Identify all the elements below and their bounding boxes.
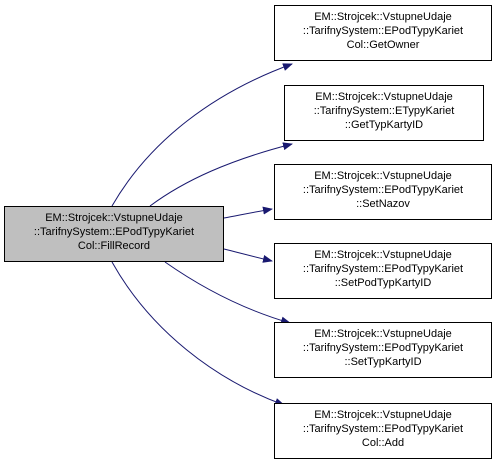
edge-to-gettypkartyid	[149, 142, 293, 207]
callee-node-line: Col::GetOwner	[346, 39, 420, 51]
caller-node-fillrecord: EM::Strojcek::VstupneUdaje ::TarifnySyst…	[4, 206, 224, 262]
edge-to-add	[111, 261, 285, 406]
callee-node-settypkartyid[interactable]: EM::Strojcek::VstupneUdaje ::TarifnySyst…	[274, 322, 492, 378]
callee-node-setpodtypkartyid[interactable]: EM::Strojcek::VstupneUdaje ::TarifnySyst…	[274, 243, 492, 299]
caller-node-line: EM::Strojcek::VstupneUdaje	[45, 212, 183, 224]
callee-node-line: ::TarifnySystem::EPodTypyKariet	[302, 25, 464, 37]
caller-node-line: ::TarifnySystem::EPodTypyKariet	[33, 226, 195, 238]
callee-node-line: ::SetPodTypKartyID	[334, 277, 432, 289]
callee-node-line: ::TarifnySystem::EPodTypyKariet	[302, 342, 464, 354]
edge-to-setpodtypkartyid	[223, 248, 273, 263]
callee-node-line: ::GetTypKartyID	[344, 119, 424, 131]
callee-node-line: EM::Strojcek::VstupneUdaje	[314, 409, 452, 421]
callee-node-line: ::TarifnySystem::ETypyKariet	[313, 105, 455, 117]
edge-to-settypkartyid	[164, 261, 291, 325]
callee-node-line: EM::Strojcek::VstupneUdaje	[314, 249, 452, 261]
callee-node-line: ::SetNazov	[356, 198, 410, 210]
callee-node-gettypkartyid[interactable]: EM::Strojcek::VstupneUdaje ::TarifnySyst…	[284, 85, 484, 141]
callee-node-line: ::SetTypKartyID	[344, 356, 422, 368]
callee-node-line: EM::Strojcek::VstupneUdaje	[315, 91, 453, 103]
callee-node-line: ::TarifnySystem::EPodTypyKariet	[302, 263, 464, 275]
callee-node-getowner[interactable]: EM::Strojcek::VstupneUdaje ::TarifnySyst…	[274, 5, 492, 61]
callee-node-line: EM::Strojcek::VstupneUdaje	[314, 170, 452, 182]
callee-node-line: ::TarifnySystem::EPodTypyKariet	[302, 423, 464, 435]
callee-node-line: Col::Add	[361, 437, 405, 449]
callee-node-line: EM::Strojcek::VstupneUdaje	[314, 328, 452, 340]
callee-node-line: ::TarifnySystem::EPodTypyKariet	[302, 184, 464, 196]
callee-node-line: EM::Strojcek::VstupneUdaje	[314, 11, 452, 23]
caller-node-line: Col::FillRecord	[77, 240, 151, 252]
edge-to-getowner	[111, 63, 293, 207]
callee-node-setnazov[interactable]: EM::Strojcek::VstupneUdaje ::TarifnySyst…	[274, 164, 492, 220]
callee-node-add[interactable]: EM::Strojcek::VstupneUdaje ::TarifnySyst…	[274, 403, 492, 459]
edge-to-setnazov	[223, 206, 273, 219]
